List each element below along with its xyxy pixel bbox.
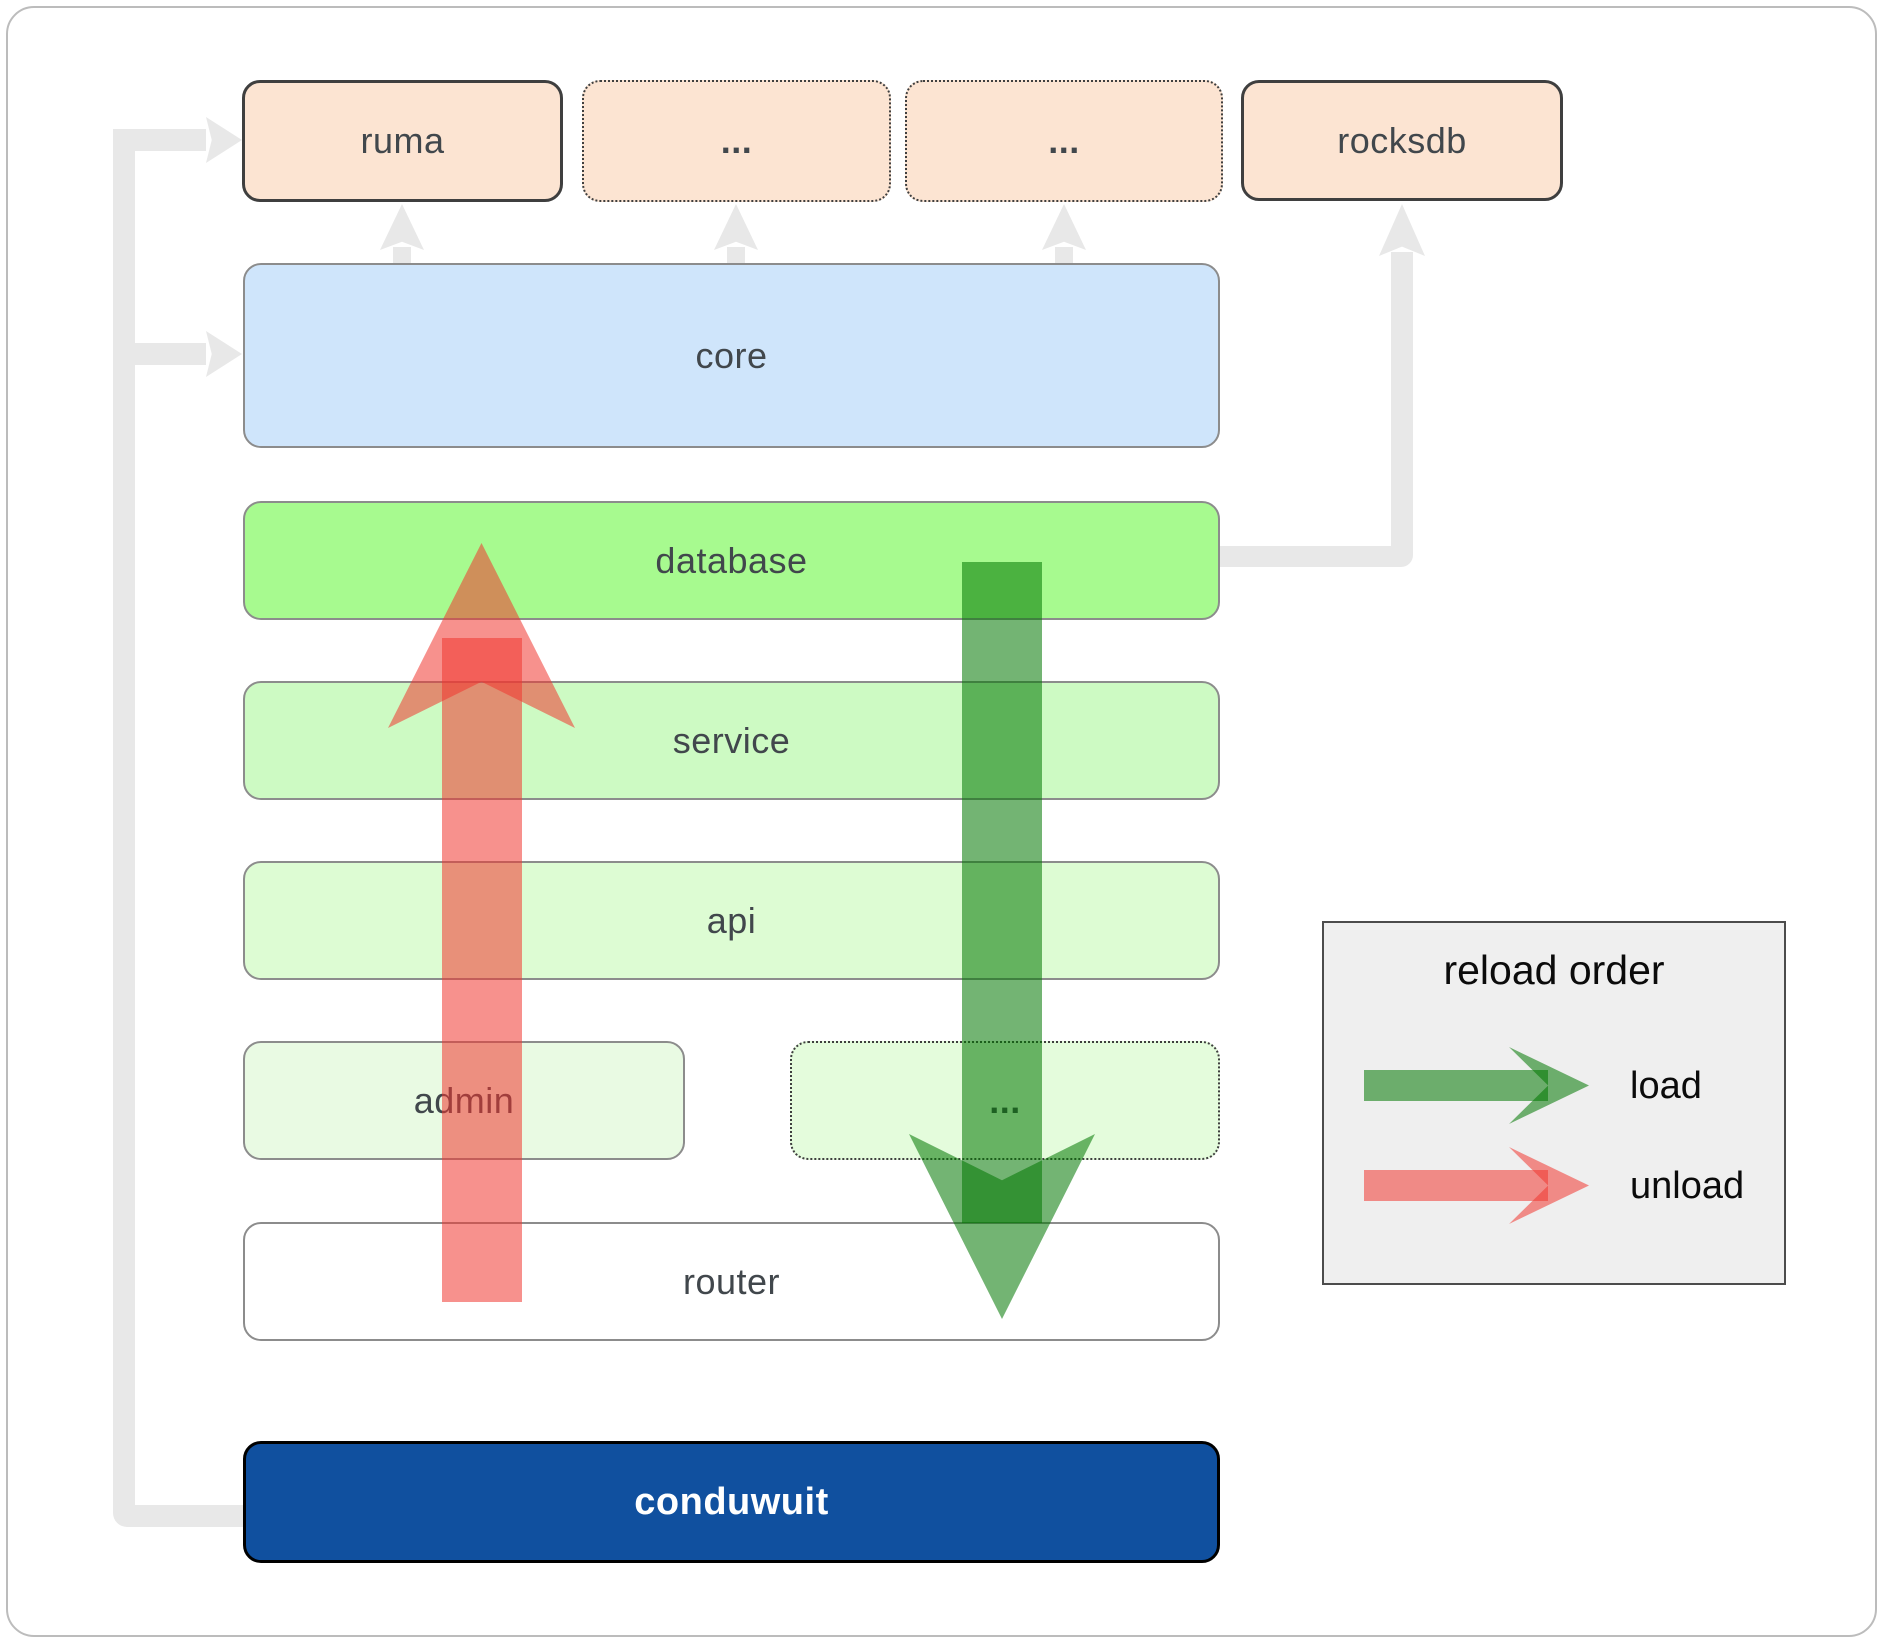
box-api-label: api	[706, 899, 757, 941]
box-router-label: router	[682, 1260, 781, 1302]
connector-arm-to-core	[135, 343, 206, 365]
connector-arm-to-ruma	[113, 129, 206, 151]
box-database-label: database	[655, 539, 808, 581]
outer-border	[6, 6, 1877, 1637]
box-core: core	[243, 263, 1220, 448]
legend-unload-label: unload	[1630, 1165, 1745, 1207]
legend: reload order load unload	[1322, 921, 1786, 1285]
box-ruma: ruma	[242, 80, 563, 202]
box-api: api	[243, 861, 1220, 980]
legend-load-label: load	[1630, 1065, 1702, 1107]
box-ellipsis-2-label: ...	[1048, 120, 1080, 161]
legend-load-arrow-shaft	[1364, 1070, 1548, 1101]
box-service-label: service	[672, 719, 791, 761]
load-arrow-shaft	[962, 562, 1042, 1223]
connector-core-to-ellipsis1	[727, 247, 745, 264]
box-rocksdb: rocksdb	[1241, 80, 1563, 201]
box-service: service	[243, 681, 1220, 800]
legend-title: reload order	[1443, 947, 1665, 993]
connector-conduwuit-trunk-line	[113, 129, 135, 1527]
box-core-label: core	[695, 334, 768, 376]
box-conduwuit-label: conduwuit	[634, 1480, 829, 1523]
box-database: database	[243, 501, 1220, 620]
connector-database-to-rocksdb-horizontal	[1220, 546, 1413, 567]
box-router: router	[243, 1222, 1220, 1341]
connector-core-to-ruma	[393, 247, 411, 264]
box-conduwuit: conduwuit	[243, 1441, 1220, 1563]
connector-arm-from-conduwuit	[129, 1505, 243, 1527]
box-ellipsis-2: ...	[905, 80, 1223, 202]
connector-core-to-ellipsis2	[1055, 247, 1073, 264]
box-rocksdb-label: rocksdb	[1337, 119, 1467, 161]
legend-unload-arrow-shaft	[1364, 1170, 1548, 1201]
box-ruma-label: ruma	[360, 120, 445, 161]
connector-database-to-rocksdb-vertical	[1391, 252, 1413, 555]
box-ellipsis-1: ...	[582, 80, 891, 202]
box-ellipsis-1-label: ...	[720, 120, 753, 161]
unload-arrow-shaft	[442, 638, 522, 1302]
